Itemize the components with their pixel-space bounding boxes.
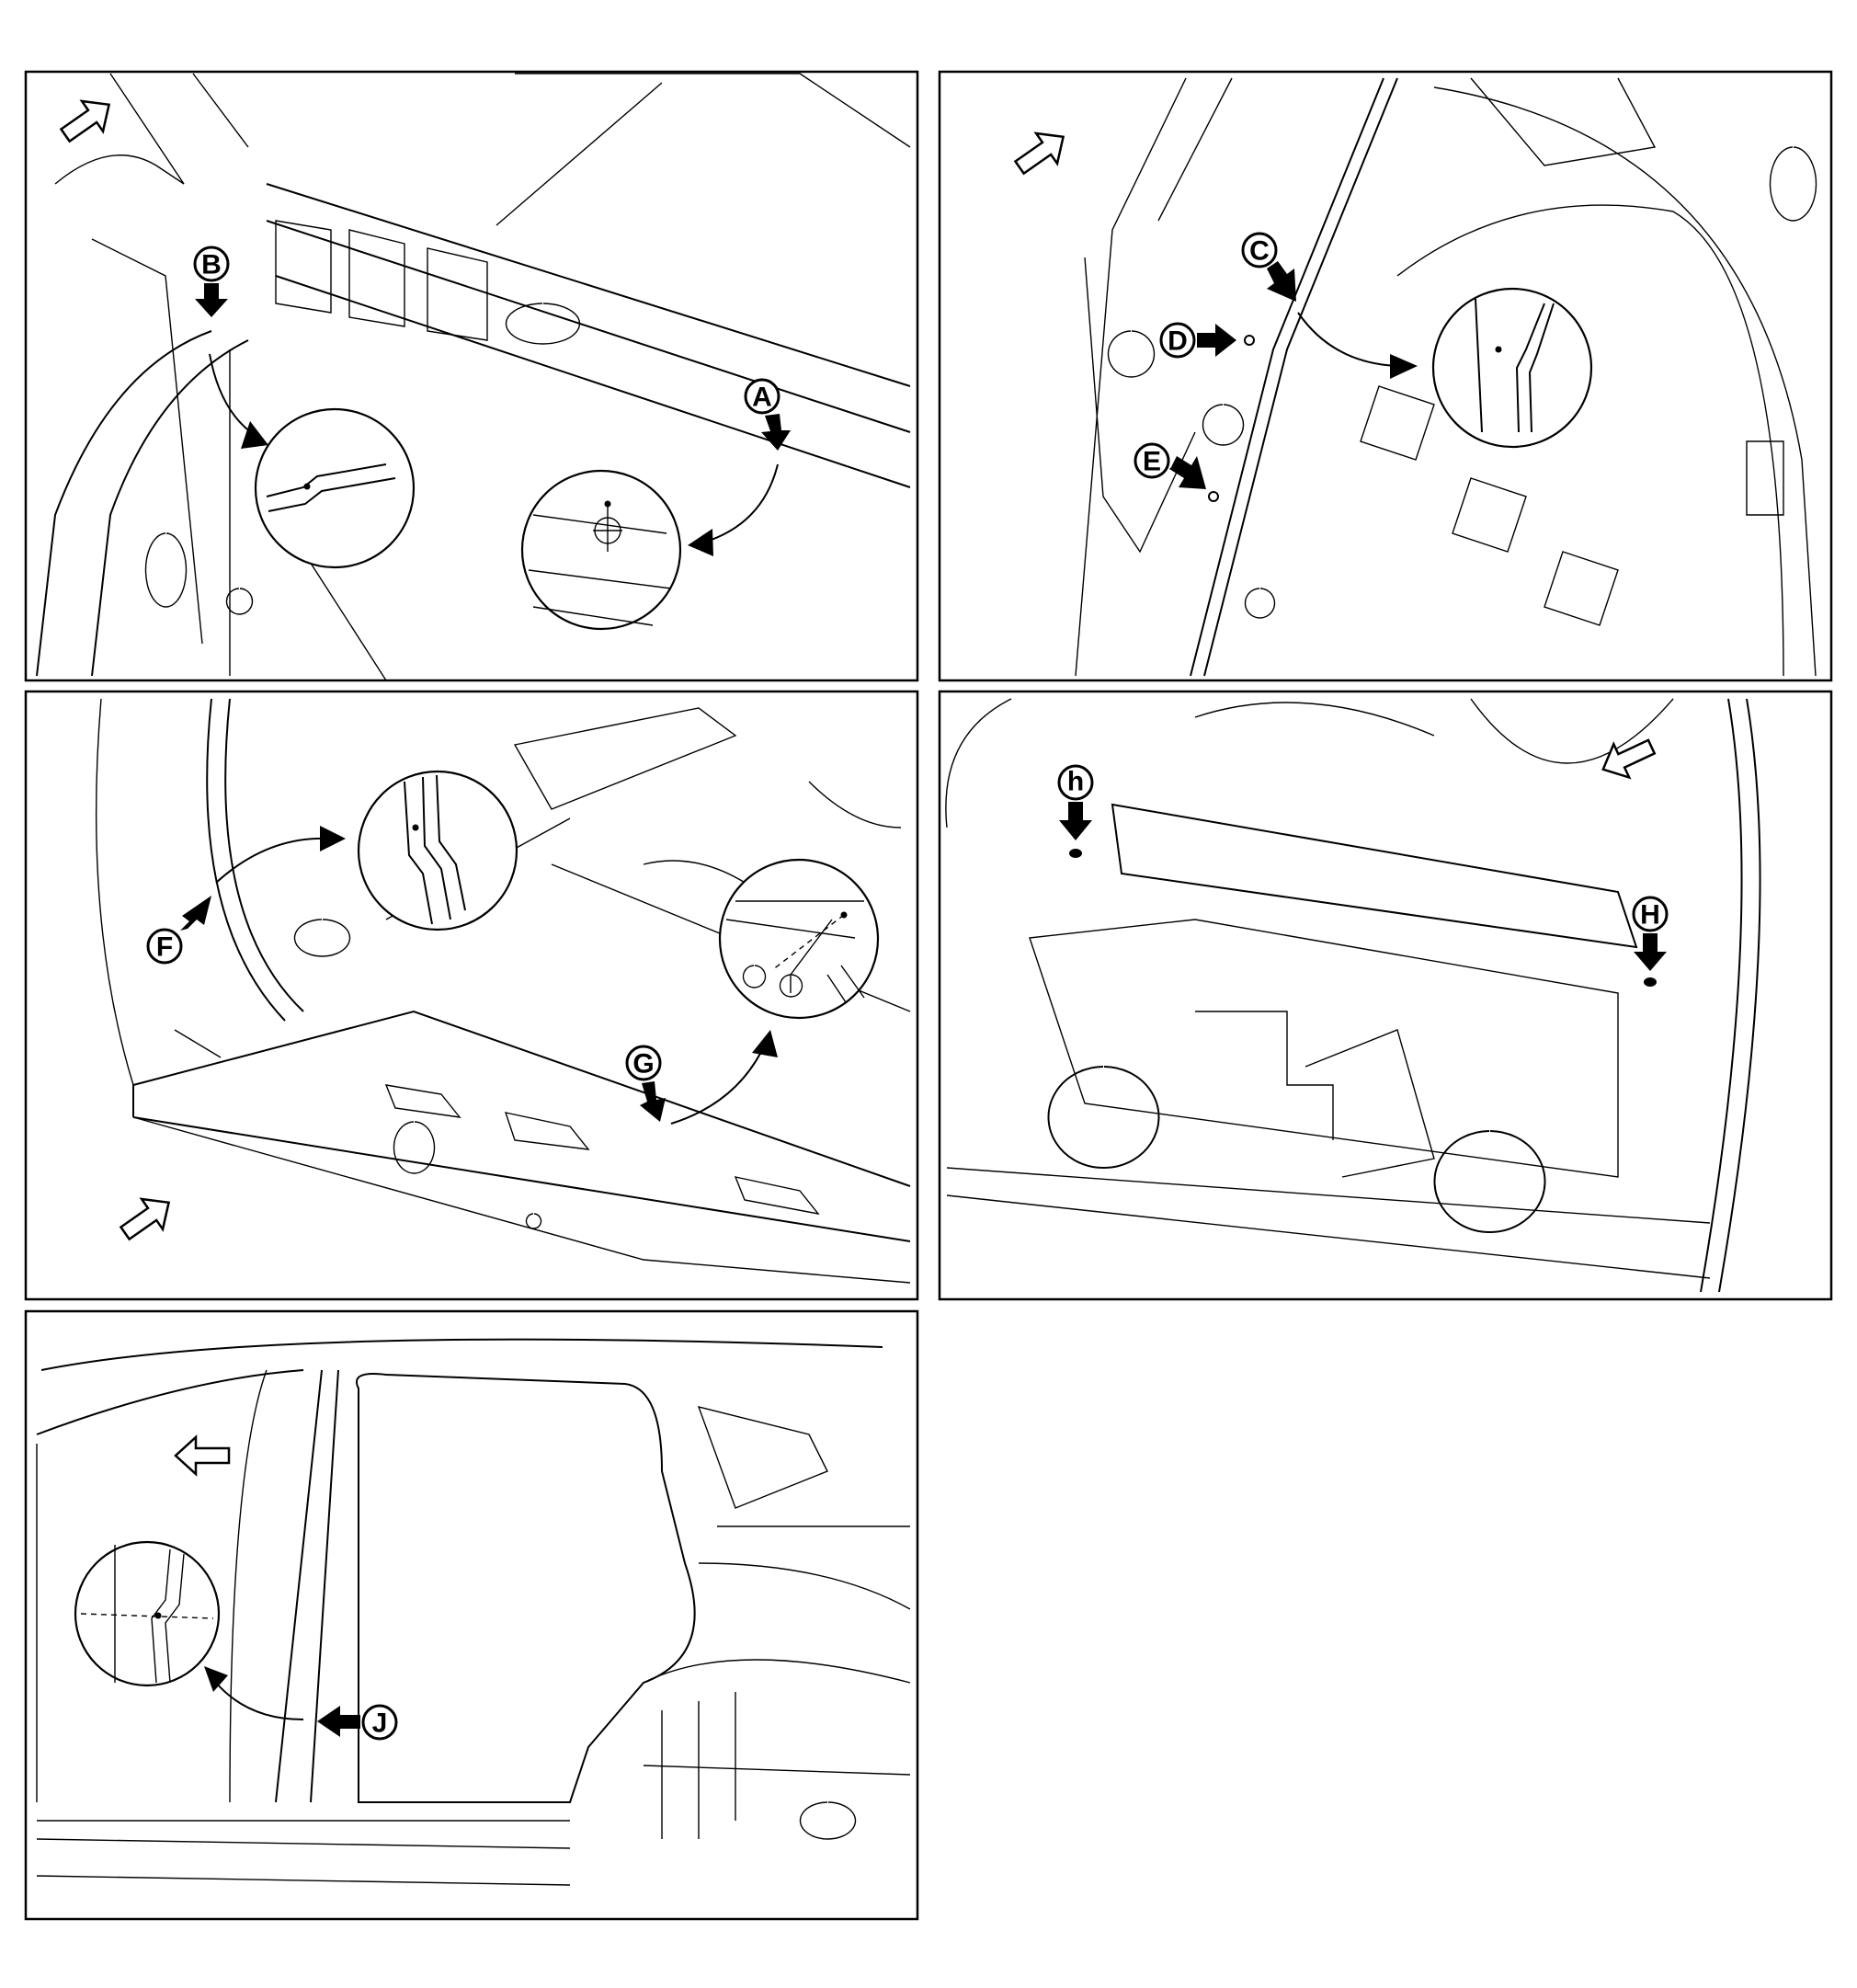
detail-circle-g [718,858,880,1020]
label-b: B [201,250,222,280]
panel-1-linework [36,73,911,681]
front-direction-arrow-icon [174,1434,231,1477]
callout-f: F [146,896,211,965]
leader-arrow-icon [215,1682,304,1720]
callout-e: E [1134,442,1219,502]
panel-2-linework [1075,77,1817,677]
label-c: C [1249,236,1270,267]
leader-arrow-icon [1297,312,1398,367]
panel-2: C D E [938,70,1833,682]
callout-d: D [1159,322,1255,359]
panel-4-linework [945,698,1761,1293]
callout-h-lower: h [1057,764,1094,858]
panel-3-linework [95,698,911,1284]
detail-circle-j [74,1540,221,1687]
panel-1: B A [24,70,919,682]
label-g: G [632,1049,654,1080]
callout-g: G [625,1045,666,1122]
callout-j: J [317,1704,398,1741]
detail-circle-a [520,469,682,631]
leader-arrow-icon [215,837,327,884]
label-a: A [752,383,772,413]
label-j: J [372,1708,388,1739]
panel-5-linework [36,1338,911,1886]
front-direction-arrow-icon [1601,738,1657,780]
panel-4: h H [938,690,1833,1301]
label-e: E [1143,447,1161,477]
label-h-lowercase: h [1067,767,1084,797]
label-f: F [156,932,173,963]
callout-h-upper: H [1632,896,1669,987]
leader-arrow-icon [670,1047,764,1125]
callout-c: C [1241,232,1296,302]
detail-circle-f [357,770,518,931]
label-d: D [1168,326,1188,357]
callout-a: A [744,378,791,451]
panel-3: F G [24,690,919,1301]
label-h: H [1640,900,1660,931]
detail-circle-b [254,407,416,569]
front-direction-arrow-icon [1013,131,1065,176]
leader-arrow-icon [702,463,779,543]
front-direction-arrow-icon [59,99,111,143]
callout-b: B [193,246,230,317]
panel-5: J [24,1309,919,1921]
detail-circle-c [1431,287,1593,449]
front-direction-arrow-icon [119,1197,171,1241]
